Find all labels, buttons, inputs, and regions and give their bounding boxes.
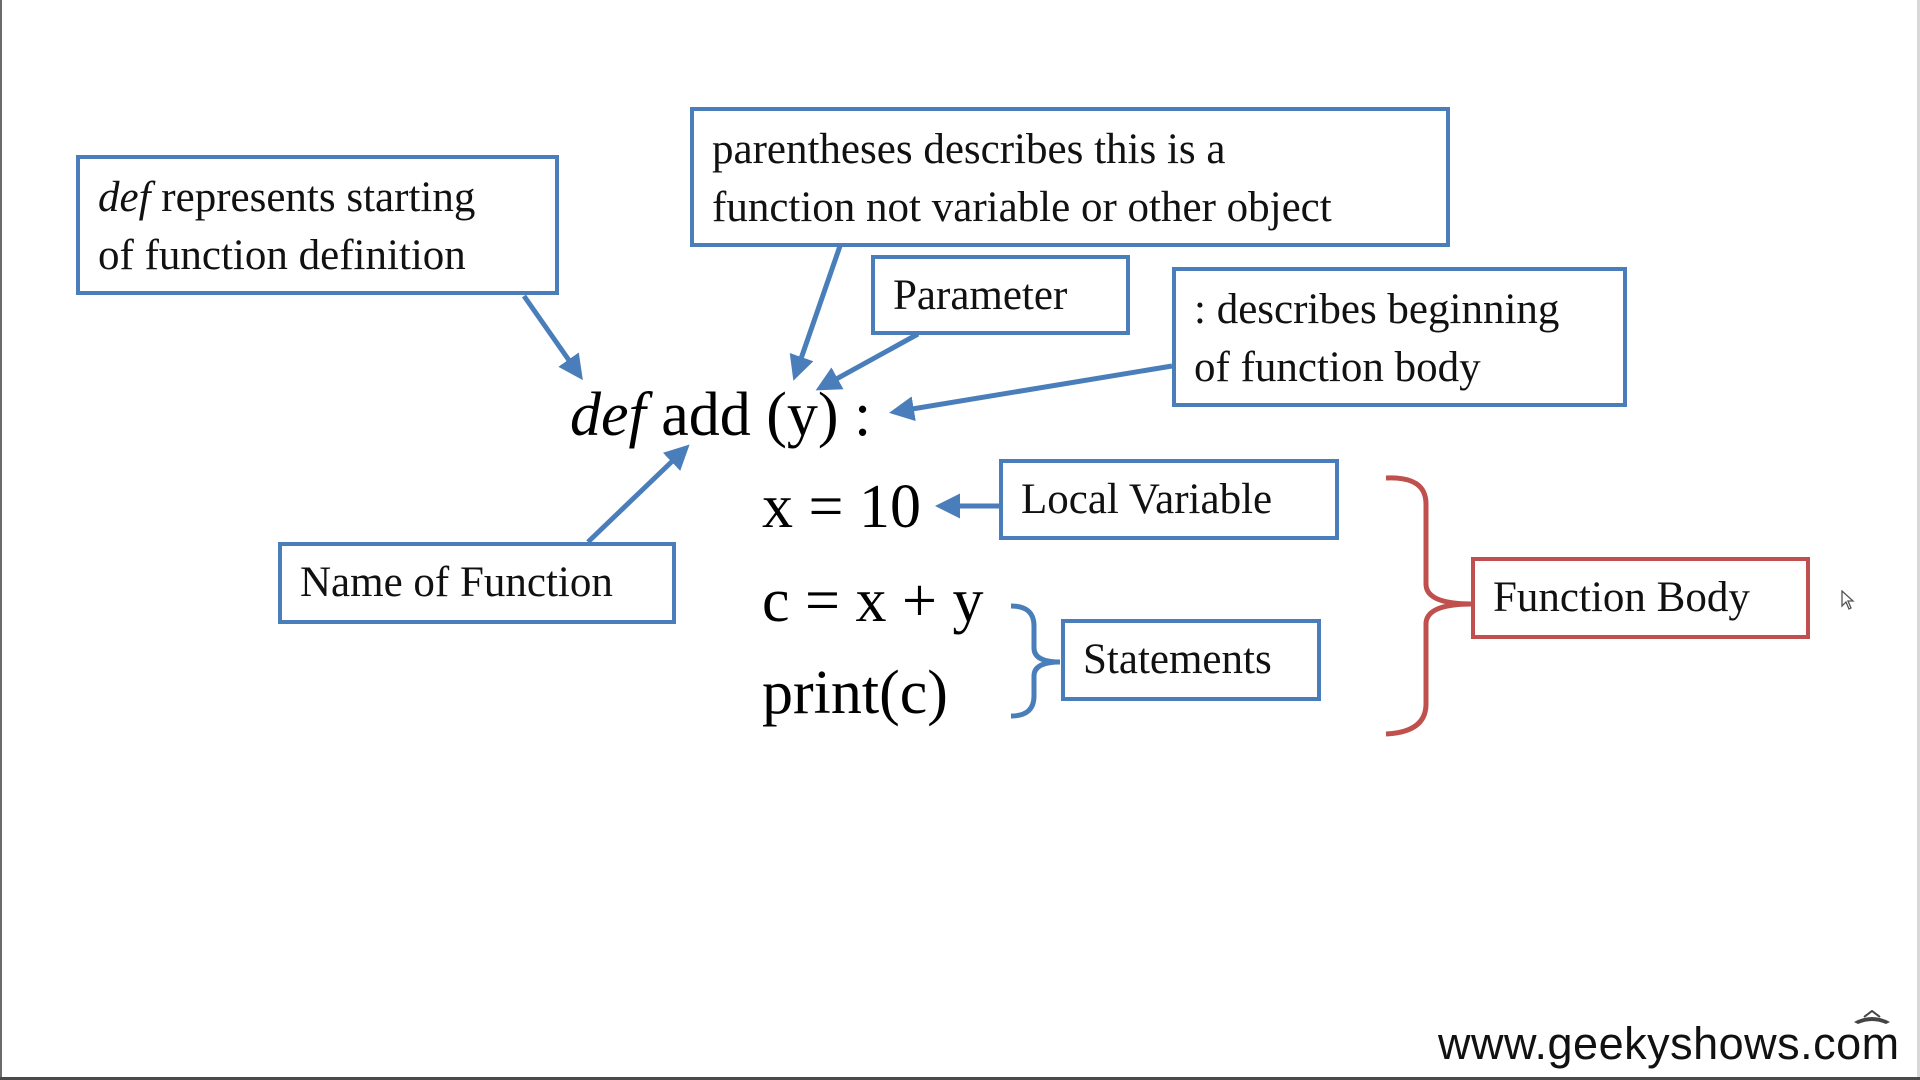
hat-icon [1854, 1010, 1890, 1024]
code-line-c-assign: c = x + y [762, 567, 984, 635]
def-keyword-label: def [98, 174, 151, 221]
name-of-function-label: Name of Function [300, 559, 613, 606]
def-explanation-line-1-rest: represents starting [161, 174, 476, 221]
code-def-keyword: def [570, 381, 646, 449]
arrow-colon-to-colon [889, 363, 1173, 422]
code-line-print: print(c) [762, 659, 948, 727]
website-watermark: www.geekyshows.com [1438, 1018, 1900, 1069]
mouse-cursor-icon [1841, 590, 1855, 610]
frame-left-edge [0, 0, 2, 1080]
function-body-box: Function Body [1471, 557, 1810, 639]
code-header-rest: add (y) : [661, 381, 872, 449]
colon-explanation-box: : describes beginning of function body [1172, 267, 1627, 407]
function-header-line: def add (y) : [570, 380, 871, 450]
frame-bottom-edge [0, 1077, 1920, 1080]
arrow-name-to-add [586, 444, 690, 544]
def-explanation-line-1: def represents starting [98, 169, 537, 227]
brace-statements [1010, 603, 1061, 719]
def-explanation-box: def represents starting of function defi… [76, 155, 559, 295]
brace-function-body [1385, 475, 1473, 737]
arrow-parentheses-to-paren [789, 245, 843, 381]
arrow-def-to-keyword [521, 294, 583, 381]
frame-right-edge [1917, 0, 1920, 1080]
colon-explanation-line-2: of function body [1194, 344, 1481, 391]
function-body-label: Function Body [1493, 574, 1750, 621]
statements-box: Statements [1061, 619, 1321, 701]
statements-label: Statements [1083, 636, 1272, 683]
colon-explanation-line-1: : describes beginning [1194, 286, 1560, 333]
code-line-x-assign: x = 10 [762, 473, 921, 541]
local-variable-label: Local Variable [1021, 476, 1273, 523]
parentheses-explanation-line-2: function not variable or other object [712, 184, 1332, 231]
parameter-box: Parameter [871, 255, 1130, 335]
parentheses-explanation-box: parentheses describes this is a function… [690, 107, 1450, 247]
def-explanation-line-2: of function definition [98, 232, 466, 279]
parentheses-explanation-line-1: parentheses describes this is a [712, 126, 1226, 173]
local-variable-box: Local Variable [999, 459, 1339, 540]
name-of-function-box: Name of Function [278, 542, 676, 624]
parameter-label: Parameter [893, 272, 1068, 319]
